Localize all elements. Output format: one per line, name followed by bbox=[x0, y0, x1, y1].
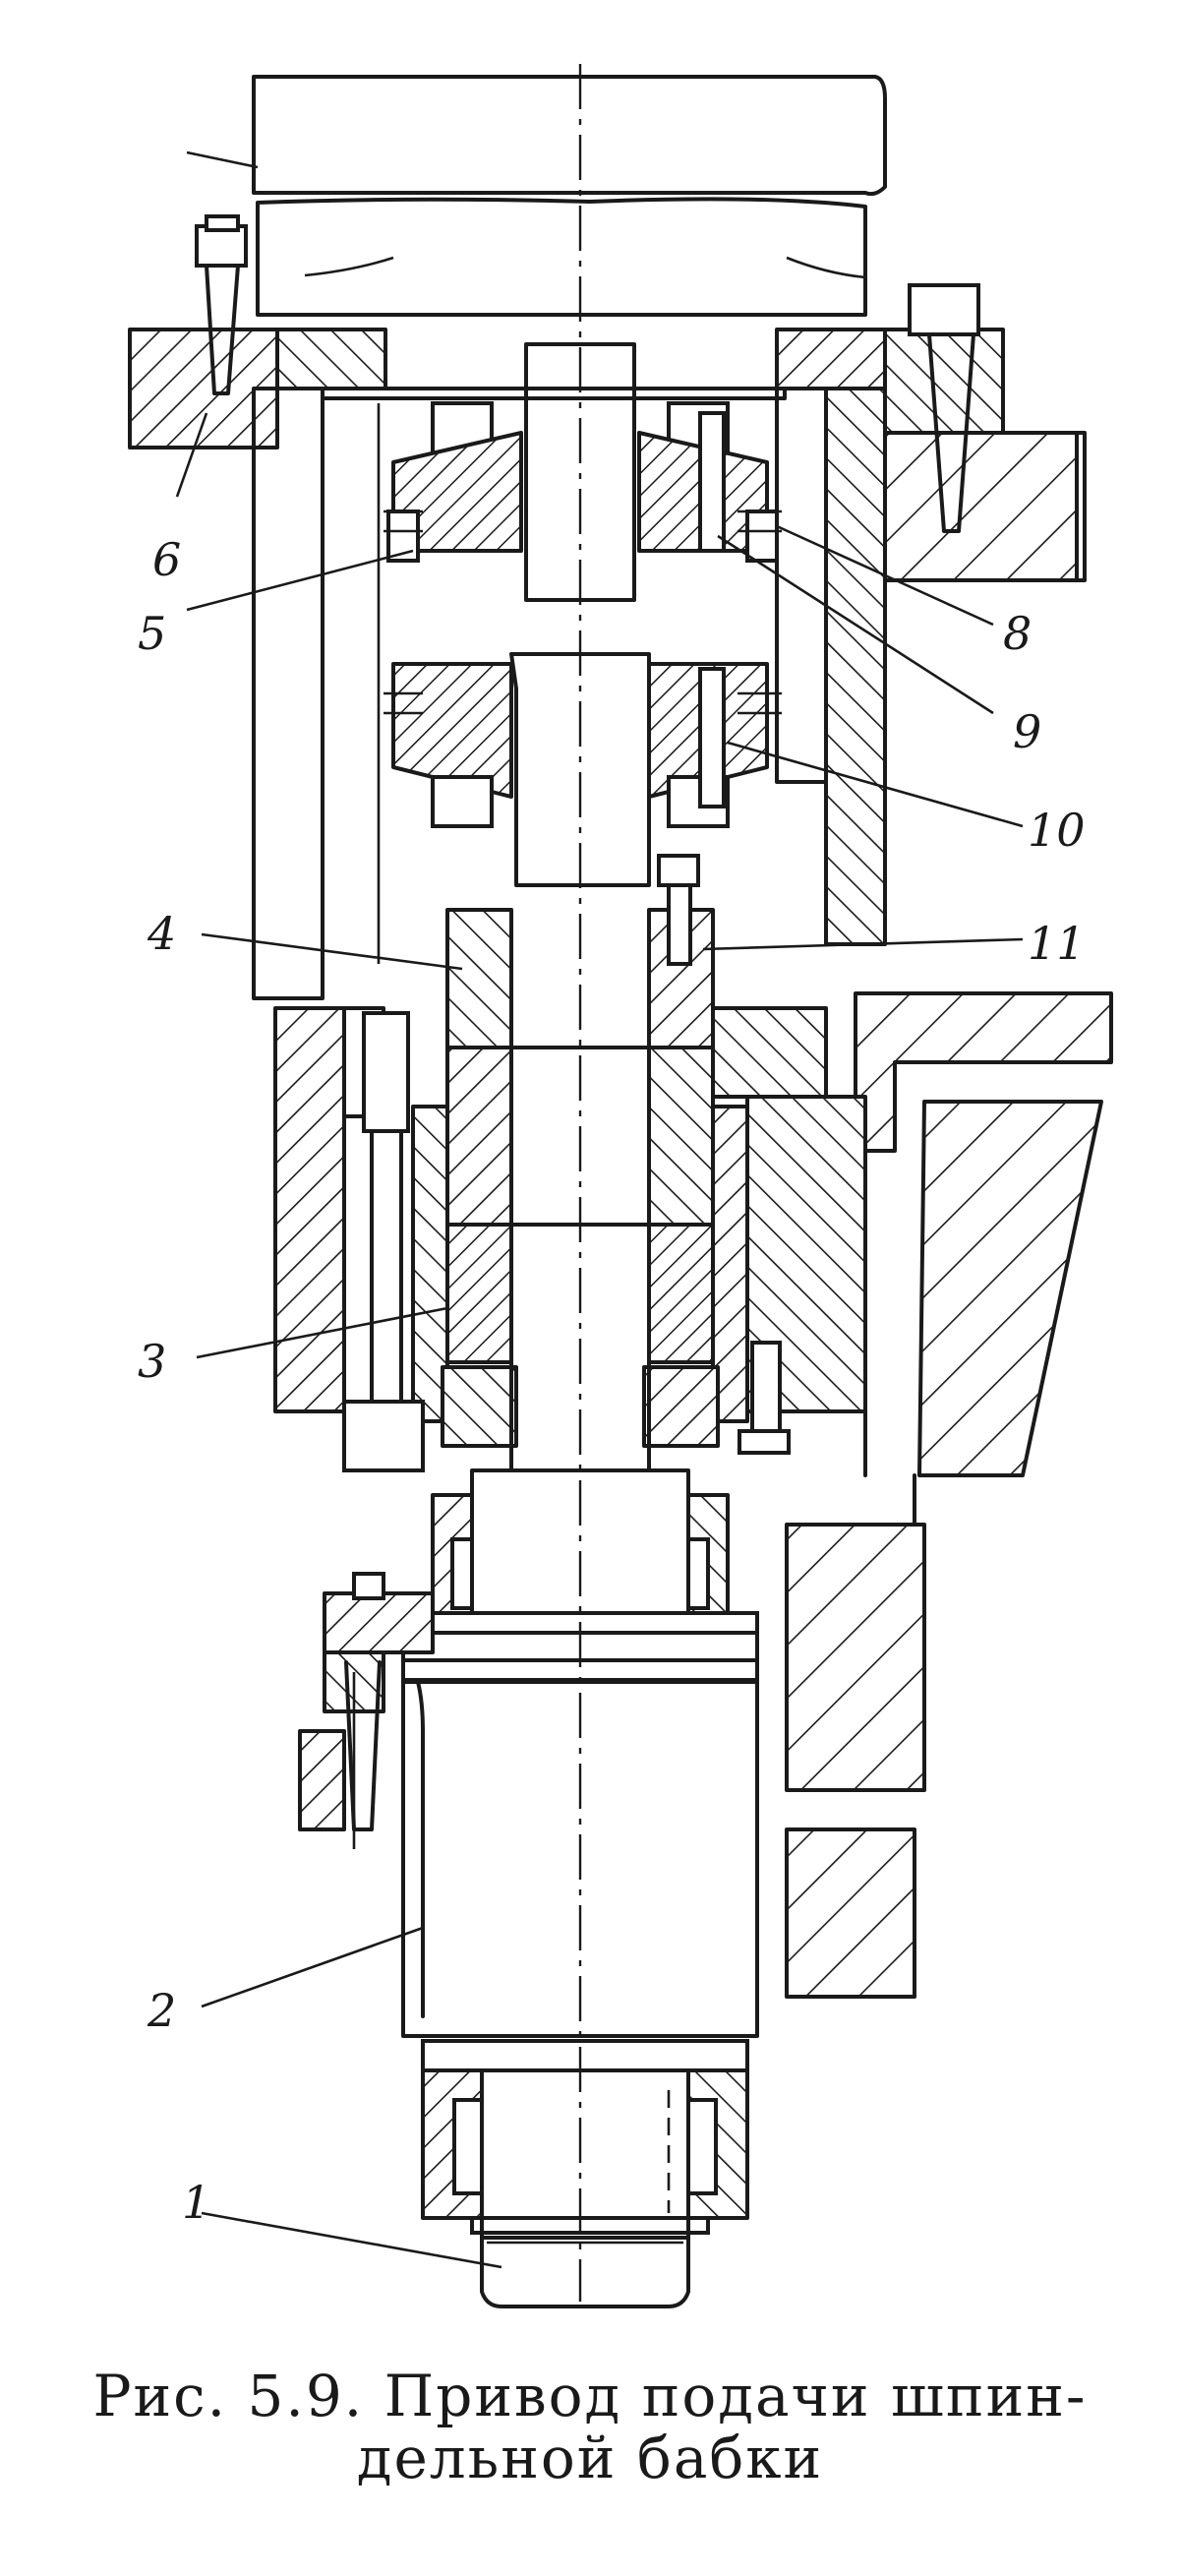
leader-6 bbox=[175, 412, 208, 498]
long-bolt-left bbox=[342, 1011, 425, 1472]
leader-9 bbox=[717, 534, 994, 715]
clamp-bolt-left bbox=[195, 214, 248, 395]
leader-3 bbox=[196, 1306, 448, 1359]
output-shaft bbox=[480, 2068, 690, 2308]
clamp-bolt-right bbox=[908, 283, 980, 533]
leader-2 bbox=[201, 1926, 424, 2008]
caption-line-2: дельной бабки bbox=[356, 2424, 824, 2491]
screw-11 bbox=[657, 854, 700, 966]
upper-clutch bbox=[384, 401, 782, 563]
callout-labels: 6 5 8 9 10 4 11 3 2 1 bbox=[138, 533, 1086, 2229]
callout-1: 1 bbox=[182, 2176, 210, 2229]
caption-line-1: Рис. 5.9. Привод подачи шпин- bbox=[92, 2363, 1088, 2429]
lower-bearing bbox=[421, 2039, 749, 2235]
leader-motor bbox=[186, 150, 259, 169]
leader-5 bbox=[186, 549, 414, 612]
leader-11 bbox=[702, 937, 1024, 951]
callout-11: 11 bbox=[1028, 917, 1086, 970]
leader-10 bbox=[727, 741, 1024, 828]
figure-caption: Рис. 5.9. Привод подачи шпин- дельной ба… bbox=[0, 2366, 1180, 2488]
lower-clutch bbox=[384, 662, 782, 828]
machine-frame bbox=[785, 991, 1113, 1999]
motor-housing bbox=[252, 75, 887, 317]
housing-upper bbox=[252, 387, 887, 1000]
leader-lines bbox=[175, 150, 1024, 2269]
upper-flange bbox=[128, 328, 1087, 582]
callout-3: 3 bbox=[138, 1335, 166, 1388]
callout-5: 5 bbox=[138, 607, 166, 660]
leader-8 bbox=[776, 524, 994, 627]
clamp-lower-left bbox=[298, 1572, 435, 1849]
callout-4: 4 bbox=[147, 907, 176, 960]
leader-4 bbox=[201, 932, 463, 971]
callout-10: 10 bbox=[1028, 804, 1086, 857]
housing-lower bbox=[273, 908, 867, 1448]
callout-8: 8 bbox=[1003, 607, 1032, 660]
leader-1 bbox=[201, 2211, 502, 2269]
callout-6: 6 bbox=[152, 533, 181, 586]
small-screw-right bbox=[738, 1341, 791, 1455]
callout-2: 2 bbox=[147, 1984, 176, 2037]
callout-9: 9 bbox=[1013, 705, 1041, 758]
